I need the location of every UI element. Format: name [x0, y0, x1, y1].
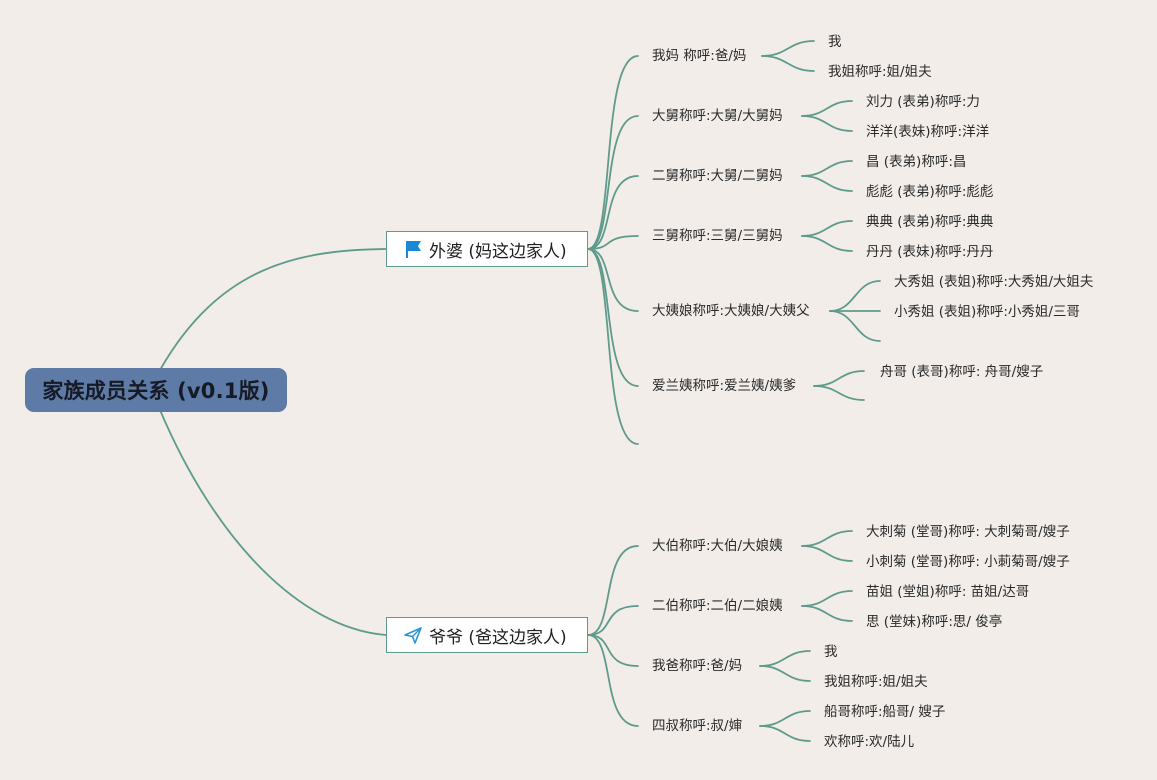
root-label: 家族成员关系 (v0.1版)	[42, 379, 270, 403]
leaf-node-label[interactable]: 我姐称呼:姐/姐夫	[824, 674, 928, 690]
leaf-node-label[interactable]: 典典 (表弟)称呼:典典	[866, 214, 994, 230]
leaf-connector	[759, 665, 811, 682]
leaf-connector	[829, 280, 881, 312]
leaf-connector	[801, 160, 853, 177]
leaf-connector	[759, 725, 811, 742]
child-node-label[interactable]: 二舅称呼:大舅/二舅妈	[652, 168, 783, 184]
child-node-label[interactable]: 二伯称呼:二伯/二娘姨	[652, 598, 783, 614]
leaf-connector	[801, 220, 853, 237]
leaf-connector	[801, 100, 853, 117]
branch-connector	[587, 248, 639, 312]
leaf-connector	[761, 55, 815, 72]
leaf-connector	[801, 175, 853, 192]
branch-node-paternal[interactable]: 爷爷 (爸这边家人)	[386, 617, 588, 653]
leaf-connector	[813, 370, 865, 387]
branch-node-maternal[interactable]: 外婆 (妈这边家人)	[386, 231, 588, 267]
child-node-label[interactable]: 大伯称呼:大伯/大娘姨	[652, 538, 783, 554]
flag-icon	[403, 239, 423, 259]
leaf-node-label[interactable]: 欢称呼:欢/陆儿	[824, 734, 915, 750]
leaf-node-label[interactable]: 我姐称呼:姐/姐夫	[828, 64, 932, 80]
leaf-node-label[interactable]: 昌 (表弟)称呼:昌	[866, 154, 967, 170]
leaf-node-label[interactable]: 我	[828, 34, 842, 50]
root-connector-paternal	[159, 409, 387, 636]
branch-connector	[587, 634, 639, 667]
branch-connector	[587, 55, 639, 250]
branch-label-maternal: 外婆 (妈这边家人)	[429, 241, 567, 262]
leaf-connector	[813, 385, 865, 401]
child-node-label[interactable]: 爱兰姨称呼:爱兰姨/姨爹	[652, 378, 797, 394]
leaf-connector	[801, 545, 853, 562]
branch-connector	[587, 545, 639, 636]
leaf-connector	[761, 40, 815, 57]
child-node-label[interactable]: 我妈 称呼:爸/妈	[652, 48, 747, 64]
branch-connector	[587, 605, 639, 636]
leaf-connector	[801, 605, 853, 622]
leaf-connector	[801, 590, 853, 607]
leaf-node-label[interactable]: 刘力 (表弟)称呼:力	[866, 94, 980, 110]
leaf-node-label[interactable]: 舟哥 (表哥)称呼: 舟哥/嫂子	[880, 364, 1044, 380]
leaf-node-label[interactable]: 彪彪 (表弟)称呼:彪彪	[866, 184, 994, 200]
paper-plane-icon	[403, 625, 423, 645]
root-node[interactable]: 家族成员关系 (v0.1版)	[25, 368, 287, 412]
branch-label-paternal: 爷爷 (爸这边家人)	[429, 627, 567, 648]
leaf-node-label[interactable]: 小秀姐 (表姐)称呼:小秀姐/三哥	[894, 304, 1080, 320]
leaf-node-label[interactable]: 大刺菊 (堂哥)称呼: 大刺菊哥/嫂子	[866, 524, 1070, 540]
leaf-node-label[interactable]: 苗姐 (堂姐)称呼: 苗姐/达哥	[866, 584, 1030, 600]
leaf-node-label[interactable]: 我	[824, 644, 838, 660]
child-node-label[interactable]: 我爸称呼:爸/妈	[652, 658, 743, 674]
leaf-node-label[interactable]: 洋洋(表妹)称呼:洋洋	[866, 124, 990, 140]
child-node-label[interactable]: 四叔称呼:叔/婶	[652, 718, 743, 734]
child-node-label[interactable]: 大舅称呼:大舅/大舅妈	[652, 108, 783, 124]
leaf-node-label[interactable]: 大秀姐 (表姐)称呼:大秀姐/大姐夫	[894, 274, 1094, 290]
leaf-connector	[829, 310, 881, 342]
leaf-connector	[759, 710, 811, 727]
child-node-label[interactable]: 大姨娘称呼:大姨娘/大姨父	[652, 303, 810, 319]
branch-connector	[587, 115, 639, 250]
leaf-connector	[759, 650, 811, 667]
leaf-connector	[801, 235, 853, 252]
branch-connector	[587, 248, 639, 445]
branch-connector	[587, 634, 639, 727]
root-connector-maternal	[159, 248, 387, 371]
leaf-node-label[interactable]: 船哥称呼:船哥/ 嫂子	[824, 704, 946, 720]
leaf-connector	[801, 115, 853, 132]
branch-connector	[587, 175, 639, 250]
leaf-node-label[interactable]: 小刺菊 (堂哥)称呼: 小莿菊哥/嫂子	[866, 554, 1070, 570]
leaf-node-label[interactable]: 丹丹 (表妹)称呼:丹丹	[866, 244, 994, 260]
branch-connector	[587, 235, 639, 250]
leaf-node-label[interactable]: 思 (堂妹)称呼:思/ 俊亭	[866, 614, 1003, 630]
branch-connector	[587, 248, 639, 387]
leaf-connector	[801, 530, 853, 547]
child-node-label[interactable]: 三舅称呼:三舅/三舅妈	[652, 228, 783, 244]
